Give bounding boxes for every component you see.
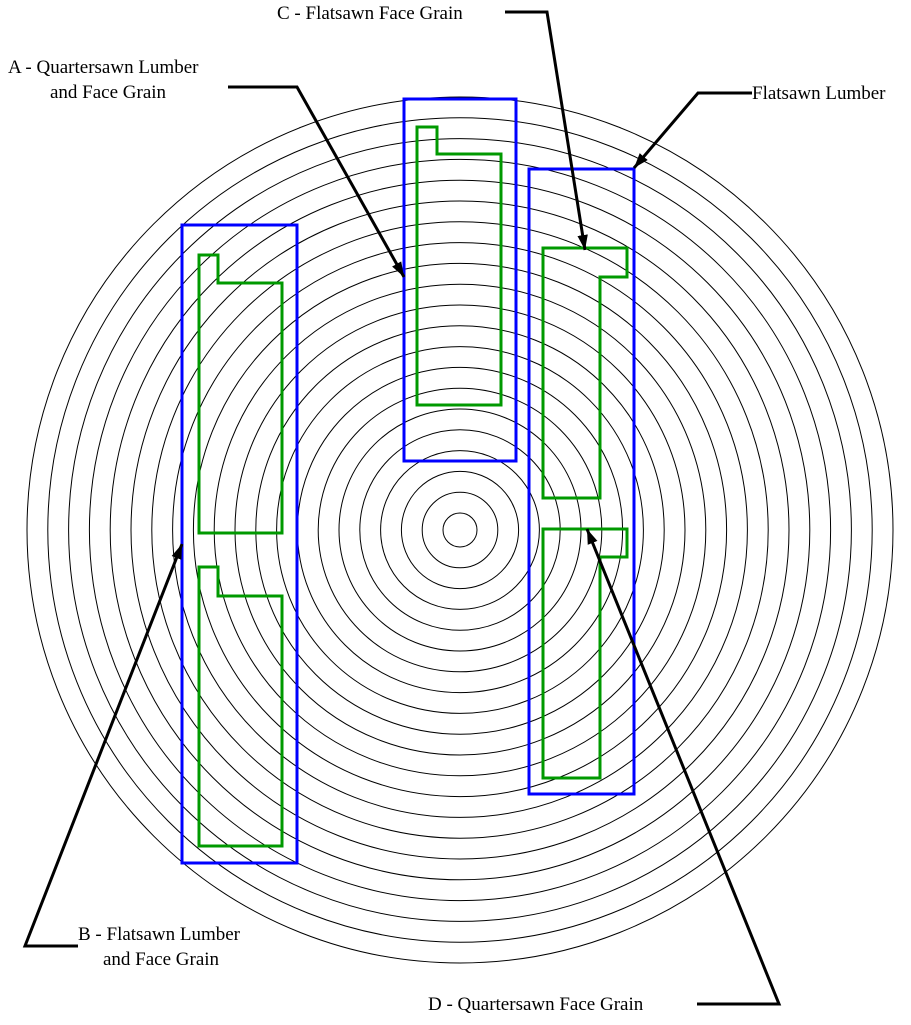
lumber-board-flatsawn xyxy=(527,167,636,796)
growth-ring xyxy=(130,200,790,860)
face-grain-a xyxy=(415,125,503,407)
growth-ring xyxy=(421,491,499,569)
label-flatsawn-lumber: Flatsawn Lumber xyxy=(752,83,886,104)
growth-ring xyxy=(26,96,894,964)
label-c: C - Flatsawn Face Grain xyxy=(277,3,463,24)
growth-ring xyxy=(276,346,644,714)
face-grain-c xyxy=(541,246,629,500)
growth-ring xyxy=(151,221,769,839)
face-grain-b-bottom xyxy=(197,565,284,848)
label-b-line1: B - Flatsawn Lumber xyxy=(78,924,241,945)
face-grain-b-top xyxy=(197,253,284,535)
label-d: D - Quartersawn Face Grain xyxy=(428,994,644,1015)
label-b-line2: and Face Grain xyxy=(103,949,220,970)
growth-ring xyxy=(172,242,748,818)
label-a-line1: A - Quartersawn Lumber xyxy=(8,57,199,78)
face-grain-d xyxy=(541,527,629,780)
leader-b xyxy=(22,543,184,948)
growth-ring xyxy=(400,470,520,590)
growth-ring xyxy=(213,283,707,777)
leader-c xyxy=(505,10,588,251)
growth-ring xyxy=(442,512,478,548)
leader-flatsawn xyxy=(632,91,752,169)
growth-ring xyxy=(234,304,686,756)
growth-ring xyxy=(109,179,811,881)
growth-ring xyxy=(68,138,852,922)
growth-ring xyxy=(255,325,665,735)
growth-ring xyxy=(47,117,873,943)
leader-a xyxy=(228,85,406,278)
label-a-line2: and Face Grain xyxy=(50,82,167,103)
growth-ring xyxy=(192,262,728,798)
leader-d xyxy=(585,528,782,1006)
growth-ring xyxy=(88,158,832,902)
growth-ring xyxy=(380,450,540,610)
growth-rings xyxy=(26,96,894,964)
lumber-board-a xyxy=(402,97,518,463)
